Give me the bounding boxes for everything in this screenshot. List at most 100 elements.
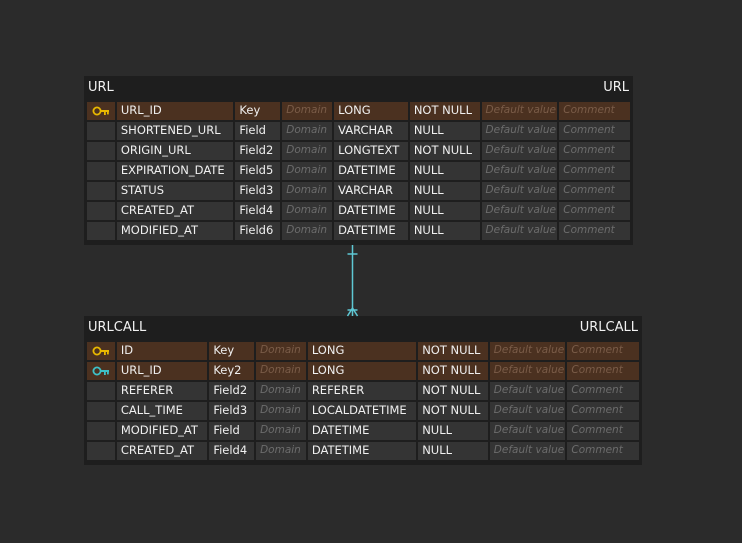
- column-name[interactable]: CREATED_AT: [116, 442, 208, 460]
- column-comment[interactable]: Comment: [567, 382, 639, 400]
- column-comment[interactable]: Comment: [559, 142, 630, 160]
- column-nullable[interactable]: NULL: [418, 442, 488, 460]
- column-domain[interactable]: Domain: [282, 222, 333, 240]
- column-name[interactable]: REFERER: [116, 382, 208, 400]
- column-nullable[interactable]: NULL: [409, 222, 480, 240]
- column-comment[interactable]: Comment: [559, 182, 630, 200]
- column-domain[interactable]: Domain: [282, 182, 333, 200]
- column-nullable[interactable]: NOT NULL: [418, 382, 488, 400]
- column-name[interactable]: EXPIRATION_DATE: [116, 162, 234, 180]
- column-name[interactable]: URL_ID: [116, 362, 208, 380]
- column-type[interactable]: DATETIME: [334, 222, 408, 240]
- column-domain[interactable]: Domain: [282, 162, 333, 180]
- column-domain[interactable]: Domain: [256, 442, 306, 460]
- column-default[interactable]: Default value: [489, 382, 566, 400]
- column-default[interactable]: Default value: [489, 422, 566, 440]
- column-nullable[interactable]: NOT NULL: [418, 402, 488, 420]
- column-field[interactable]: Field4: [235, 202, 281, 220]
- column-name[interactable]: ORIGIN_URL: [116, 142, 234, 160]
- column-type[interactable]: DATETIME: [334, 162, 408, 180]
- column-nullable[interactable]: NULL: [409, 122, 480, 140]
- column-comment[interactable]: Comment: [559, 222, 630, 240]
- column-comment[interactable]: Comment: [567, 442, 639, 460]
- column-field[interactable]: Field3: [209, 402, 255, 420]
- column-type[interactable]: LOCALDATETIME: [307, 402, 417, 420]
- column-domain[interactable]: Domain: [282, 122, 333, 140]
- column-default[interactable]: Default value: [489, 442, 566, 460]
- column-type[interactable]: REFERER: [307, 382, 417, 400]
- column-default[interactable]: Default value: [489, 342, 566, 360]
- column-default[interactable]: Default value: [489, 402, 566, 420]
- column-default[interactable]: Default value: [481, 202, 558, 220]
- column-field[interactable]: Key: [209, 342, 255, 360]
- column-field[interactable]: Field6: [235, 222, 281, 240]
- column-domain[interactable]: Domain: [256, 402, 306, 420]
- column-default[interactable]: Default value: [481, 122, 558, 140]
- column-name[interactable]: CREATED_AT: [116, 202, 234, 220]
- column-type[interactable]: VARCHAR: [334, 122, 408, 140]
- column-type[interactable]: VARCHAR: [334, 182, 408, 200]
- column-domain[interactable]: Domain: [256, 362, 306, 380]
- column-default[interactable]: Default value: [489, 362, 566, 380]
- column-domain[interactable]: Domain: [282, 102, 333, 120]
- column-nullable[interactable]: NOT NULL: [418, 362, 488, 380]
- column-comment[interactable]: Comment: [559, 162, 630, 180]
- column-default[interactable]: Default value: [481, 102, 558, 120]
- column-field[interactable]: Key: [235, 102, 281, 120]
- table-header[interactable]: URLCALL URLCALL: [84, 316, 642, 338]
- column-name[interactable]: MODIFIED_AT: [116, 222, 234, 240]
- column-comment[interactable]: Comment: [567, 342, 639, 360]
- column-nullable[interactable]: NOT NULL: [409, 142, 480, 160]
- column-comment[interactable]: Comment: [559, 122, 630, 140]
- table-header[interactable]: URL URL: [84, 76, 633, 98]
- column-domain[interactable]: Domain: [256, 382, 306, 400]
- column-name[interactable]: SHORTENED_URL: [116, 122, 234, 140]
- column-type[interactable]: DATETIME: [307, 442, 417, 460]
- column-name[interactable]: MODIFIED_AT: [116, 422, 208, 440]
- column-type[interactable]: LONG: [307, 342, 417, 360]
- column-name[interactable]: CALL_TIME: [116, 402, 208, 420]
- relationship-one-to-many[interactable]: [346, 245, 359, 317]
- column-nullable[interactable]: NULL: [418, 422, 488, 440]
- column-default[interactable]: Default value: [481, 222, 558, 240]
- column-comment[interactable]: Comment: [559, 202, 630, 220]
- column-comment[interactable]: Comment: [567, 362, 639, 380]
- column-field[interactable]: Field2: [209, 382, 255, 400]
- column-domain[interactable]: Domain: [282, 202, 333, 220]
- column-field[interactable]: Field4: [209, 442, 255, 460]
- column-type[interactable]: LONG: [307, 362, 417, 380]
- column-field[interactable]: Field3: [235, 182, 281, 200]
- column-type[interactable]: DATETIME: [334, 202, 408, 220]
- column-field[interactable]: Field2: [235, 142, 281, 160]
- column-default[interactable]: Default value: [481, 162, 558, 180]
- column-field[interactable]: Key2: [209, 362, 255, 380]
- column-nullable[interactable]: NOT NULL: [418, 342, 488, 360]
- column-nullable[interactable]: NULL: [409, 182, 480, 200]
- column-field[interactable]: Field5: [235, 162, 281, 180]
- column-name[interactable]: URL_ID: [116, 102, 234, 120]
- column-field[interactable]: Field: [209, 422, 255, 440]
- column-name[interactable]: ID: [116, 342, 208, 360]
- column-domain[interactable]: Domain: [282, 142, 333, 160]
- column-comment[interactable]: Comment: [567, 422, 639, 440]
- column-comment[interactable]: Comment: [559, 102, 630, 120]
- column-type[interactable]: LONGTEXT: [334, 142, 408, 160]
- column-type[interactable]: DATETIME: [307, 422, 417, 440]
- column-domain[interactable]: Domain: [256, 342, 306, 360]
